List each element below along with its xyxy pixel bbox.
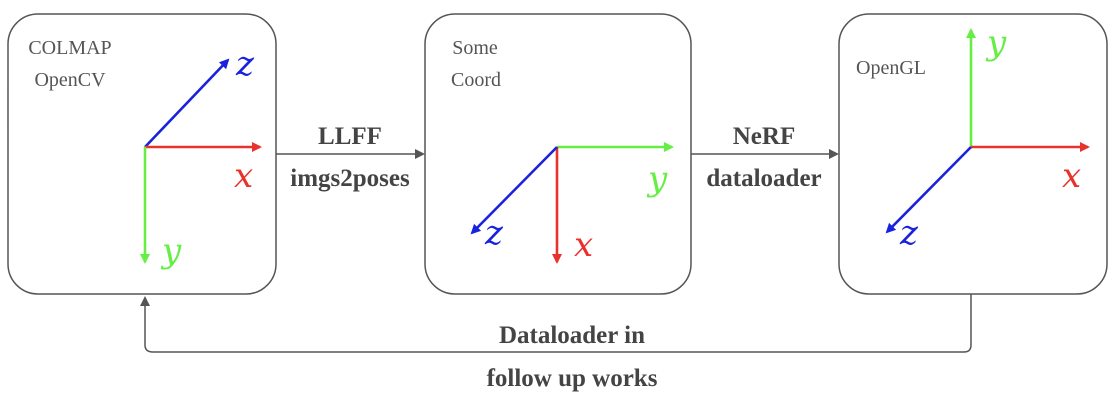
box-colmap-subtitle: OpenCV	[34, 69, 106, 91]
box-colmap-y-label: y	[160, 231, 182, 271]
box-colmap-z-label: z	[235, 44, 255, 84]
edge-loop-arrow	[140, 294, 972, 353]
box-opengl-title: OpenGL	[856, 57, 926, 79]
box-opengl-x-label: x	[1062, 156, 1081, 196]
box-somecoord-z-axis	[470, 146, 558, 235]
box-somecoord-x-label: x	[574, 225, 593, 265]
edge-loop-label-line2: follow up works	[487, 365, 658, 392]
box-colmap-z-axis	[144, 58, 230, 148]
box-opengl-y-label: y	[985, 23, 1007, 63]
box-colmap-x-label: x	[234, 156, 253, 196]
edge-loop: Dataloader in follow up works	[140, 294, 972, 392]
box-opengl: OpenGL y x z	[838, 13, 1108, 295]
edge-llff: LLFF imgs2poses	[276, 123, 425, 192]
edge-llff-label-line2: imgs2poses	[290, 165, 410, 192]
box-colmap-title: COLMAP	[28, 37, 111, 59]
box-somecoord-subtitle: Coord	[451, 69, 501, 91]
box-opengl-z-axis	[885, 146, 972, 234]
box-opengl-z-label: z	[899, 213, 919, 253]
box-somecoord-title: Some	[452, 37, 498, 59]
box-colmap-opencv: COLMAP OpenCV z x y	[7, 13, 277, 295]
box-opengl-frame	[838, 13, 1108, 295]
box-somecoord-y-label: y	[646, 159, 668, 199]
box-some-coord: Some Coord y x z	[424, 13, 692, 295]
edge-nerf: NeRF dataloader	[691, 123, 839, 192]
box-somecoord-z-label: z	[484, 213, 504, 253]
edge-loop-label-line1: Dataloader in	[499, 322, 645, 349]
edge-nerf-label-line1: NeRF	[733, 123, 795, 150]
edge-nerf-label-line2: dataloader	[706, 165, 821, 192]
edge-llff-label-line1: LLFF	[318, 123, 382, 150]
